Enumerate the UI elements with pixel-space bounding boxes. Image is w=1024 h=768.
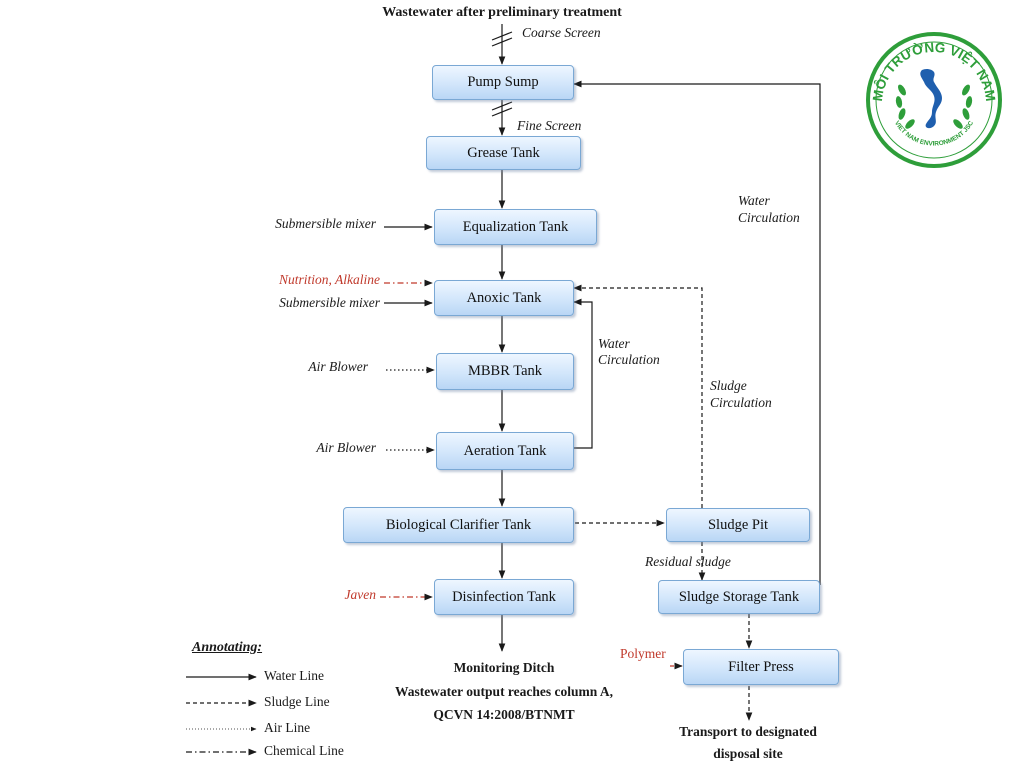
fine-screen-mark [491,107,513,117]
aeration-tank-box: Aeration Tank [436,432,574,470]
monitoring-standard-text: QCVN 14:2008/BTNMT [433,707,575,722]
company-logo: MÔI TRƯỜNG VIỆT NAM VIET NAM ENVIRONMENT… [866,32,1002,168]
residual-sludge-label: Residual sludge [645,554,731,569]
monitoring-output-text: Wastewater output reaches column A, [394,684,614,699]
monitoring-ditch-text: Monitoring Ditch [453,660,555,675]
disinfection-tank-box: Disinfection Tank [434,579,574,615]
equalization-tank-box: Equalization Tank [434,209,597,245]
fine-screen-mark [491,101,513,111]
filter-press-box: Filter Press [683,649,839,685]
legend-water-label: Water Line [264,668,325,683]
sludge-circulation-label: Circulation [710,395,772,410]
sludge-pit-box: Sludge Pit [666,508,810,542]
pump-sump-box: Pump Sump [432,65,574,100]
line-water-circulation-inner [573,298,593,449]
coarse-screen-label: Coarse Screen [522,25,601,40]
line-sludge-circulation [573,284,703,508]
transport-text: Transport to designated [679,724,817,739]
nutrition-alkaline-label: Nutrition, Alkaline [279,272,380,287]
water-circulation-inner-label: Water [598,336,630,351]
legend-air-label: Air Line [264,720,311,735]
mbbr-tank-box: MBBR Tank [436,353,574,390]
fine-screen-label: Fine Screen [517,118,582,133]
water-circulation-label: Water [738,193,770,208]
submersible-mixer-label: Submersible mixer [279,295,380,310]
clarifier-tank-box: Biological Clarifier Tank [343,507,574,543]
disposal-site-text: disposal site [713,746,783,761]
javen-label: Javen [344,587,376,602]
sludge-storage-tank-box: Sludge Storage Tank [658,580,820,614]
air-blower-label: Air Blower [308,359,368,374]
air-blower-label: Air Blower [316,440,376,455]
coarse-screen-mark [491,37,513,47]
polymer-label: Polymer [620,646,666,661]
water-circulation-label: Circulation [738,210,800,225]
sludge-circulation-label: Sludge [710,378,747,393]
submersible-mixer-label: Submersible mixer [275,216,376,231]
line-water-circulation-outer [573,80,821,585]
anoxic-tank-box: Anoxic Tank [434,280,574,316]
grease-tank-box: Grease Tank [426,136,581,170]
legend-chemical-label: Chemical Line [264,743,344,758]
legend-sludge-label: Sludge Line [264,694,330,709]
coarse-screen-mark [491,31,513,41]
legend-title: Annotating: [192,640,263,655]
water-circulation-inner-label: Circulation [598,352,660,367]
inlet-title: Wastewater after preliminary treatment [382,5,622,20]
vietnam-map-icon [920,68,942,129]
